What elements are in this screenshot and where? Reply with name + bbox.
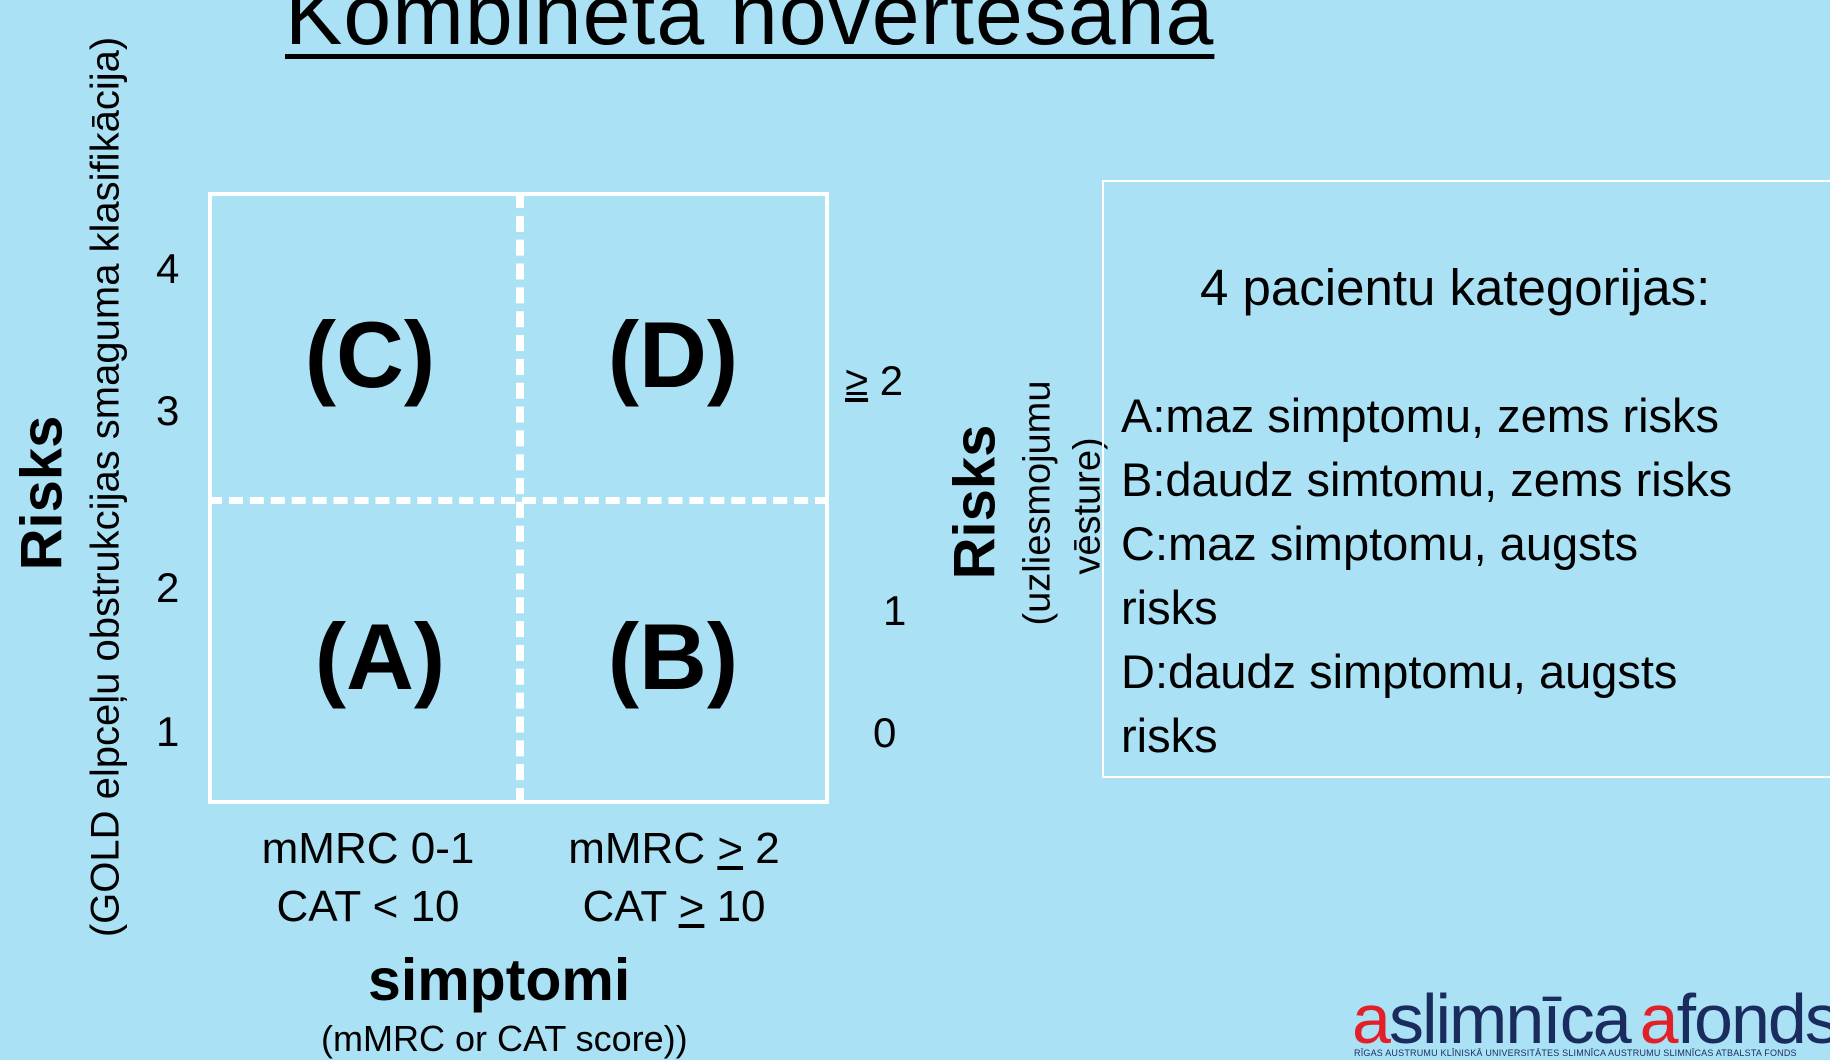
- x-label-left-cat: CAT < 10: [276, 882, 460, 931]
- category-a: A:maz simptomu, zems risks: [1121, 389, 1720, 442]
- x-label-right-cat: CAT > 10: [524, 878, 824, 936]
- right-tick-1: 1: [883, 587, 907, 634]
- logo-word-1: slimnīca: [1388, 980, 1632, 1058]
- left-axis-subtitle: (GOLD elpceļu obstrukcijas smaguma klasi…: [83, 36, 128, 938]
- left-tick-1: 1: [156, 708, 180, 755]
- right-tick-ge2-value: 2: [868, 357, 904, 404]
- category-c: C:maz simptomu, augsts: [1121, 517, 1639, 570]
- x-axis-title: simptomi: [368, 947, 631, 1013]
- category-d-cont: risks: [1121, 709, 1218, 762]
- left-tick-3: 3: [156, 387, 180, 434]
- x-right-mmrc-value: 2: [743, 824, 780, 873]
- x-label-left: mMRC 0-1 CAT < 10: [218, 820, 518, 936]
- quadrant-a: (A): [314, 604, 446, 709]
- x-right-mmrc-prefix: mMRC: [568, 824, 718, 873]
- x-label-right-mmrc: mMRC > 2: [524, 820, 824, 878]
- x-label-left-mmrc: mMRC 0-1: [261, 824, 475, 873]
- left-tick-2: 2: [156, 564, 180, 611]
- category-d: D:daudz simptomu, augsts: [1121, 645, 1678, 698]
- categories-title: 4 pacientu kategorijas:: [1200, 259, 1711, 316]
- categories-box: [1102, 180, 1830, 778]
- x-right-cat-value: 10: [704, 882, 766, 931]
- slide-title: Kombinēta novērtēšana: [285, 0, 1215, 63]
- right-tick-0: 0: [873, 709, 897, 756]
- quadrant-d: (D): [607, 302, 739, 407]
- x-right-mmrc-symbol: >: [717, 824, 744, 873]
- right-tick-ge2: ≥ 2: [845, 360, 903, 402]
- logo-mark-2: a: [1639, 980, 1679, 1058]
- logo-tagline: RĪGAS AUSTRUMU KLĪNISKĀ UNIVERSITĀTES SL…: [1354, 1048, 1797, 1058]
- x-axis-subtitle: (mMRC or CAT score)): [321, 1018, 688, 1059]
- left-tick-4: 4: [156, 245, 180, 292]
- right-axis-subtitle-line1: (uzliesmojumu: [1016, 380, 1059, 626]
- quadrant-c: (C): [304, 302, 436, 407]
- x-label-right: mMRC > 2 CAT > 10: [524, 820, 824, 936]
- category-b: B:daudz simtomu, zems risks: [1121, 453, 1733, 506]
- ge-symbol: ≥: [845, 357, 869, 404]
- logo-word-2: fonds: [1676, 980, 1830, 1058]
- left-axis-title: Risks: [9, 415, 75, 571]
- category-c-cont: risks: [1121, 581, 1218, 634]
- x-right-cat-prefix: CAT: [582, 882, 679, 931]
- right-axis-title: Risks: [942, 424, 1008, 580]
- logo-mark-1: a: [1352, 980, 1391, 1058]
- matrix-horizontal-divider: [208, 497, 829, 504]
- x-right-cat-symbol: >: [678, 882, 705, 931]
- quadrant-b: (B): [607, 604, 739, 709]
